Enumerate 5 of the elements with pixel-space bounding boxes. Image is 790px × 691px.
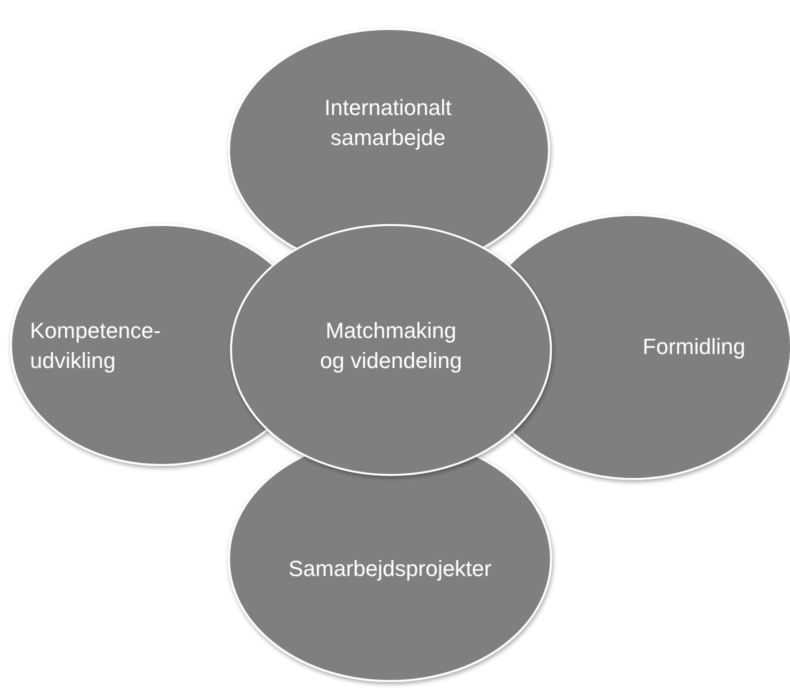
ellipse-label: Formidling bbox=[642, 333, 746, 361]
ellipse-label: Kompetence- udvikling bbox=[30, 317, 162, 375]
ellipse-label: Internationalt samarbejde bbox=[323, 94, 453, 152]
ellipse-label: Matchmaking og videndeling bbox=[319, 317, 463, 375]
ellipse-label: Samarbejdsprojekter bbox=[288, 555, 492, 583]
